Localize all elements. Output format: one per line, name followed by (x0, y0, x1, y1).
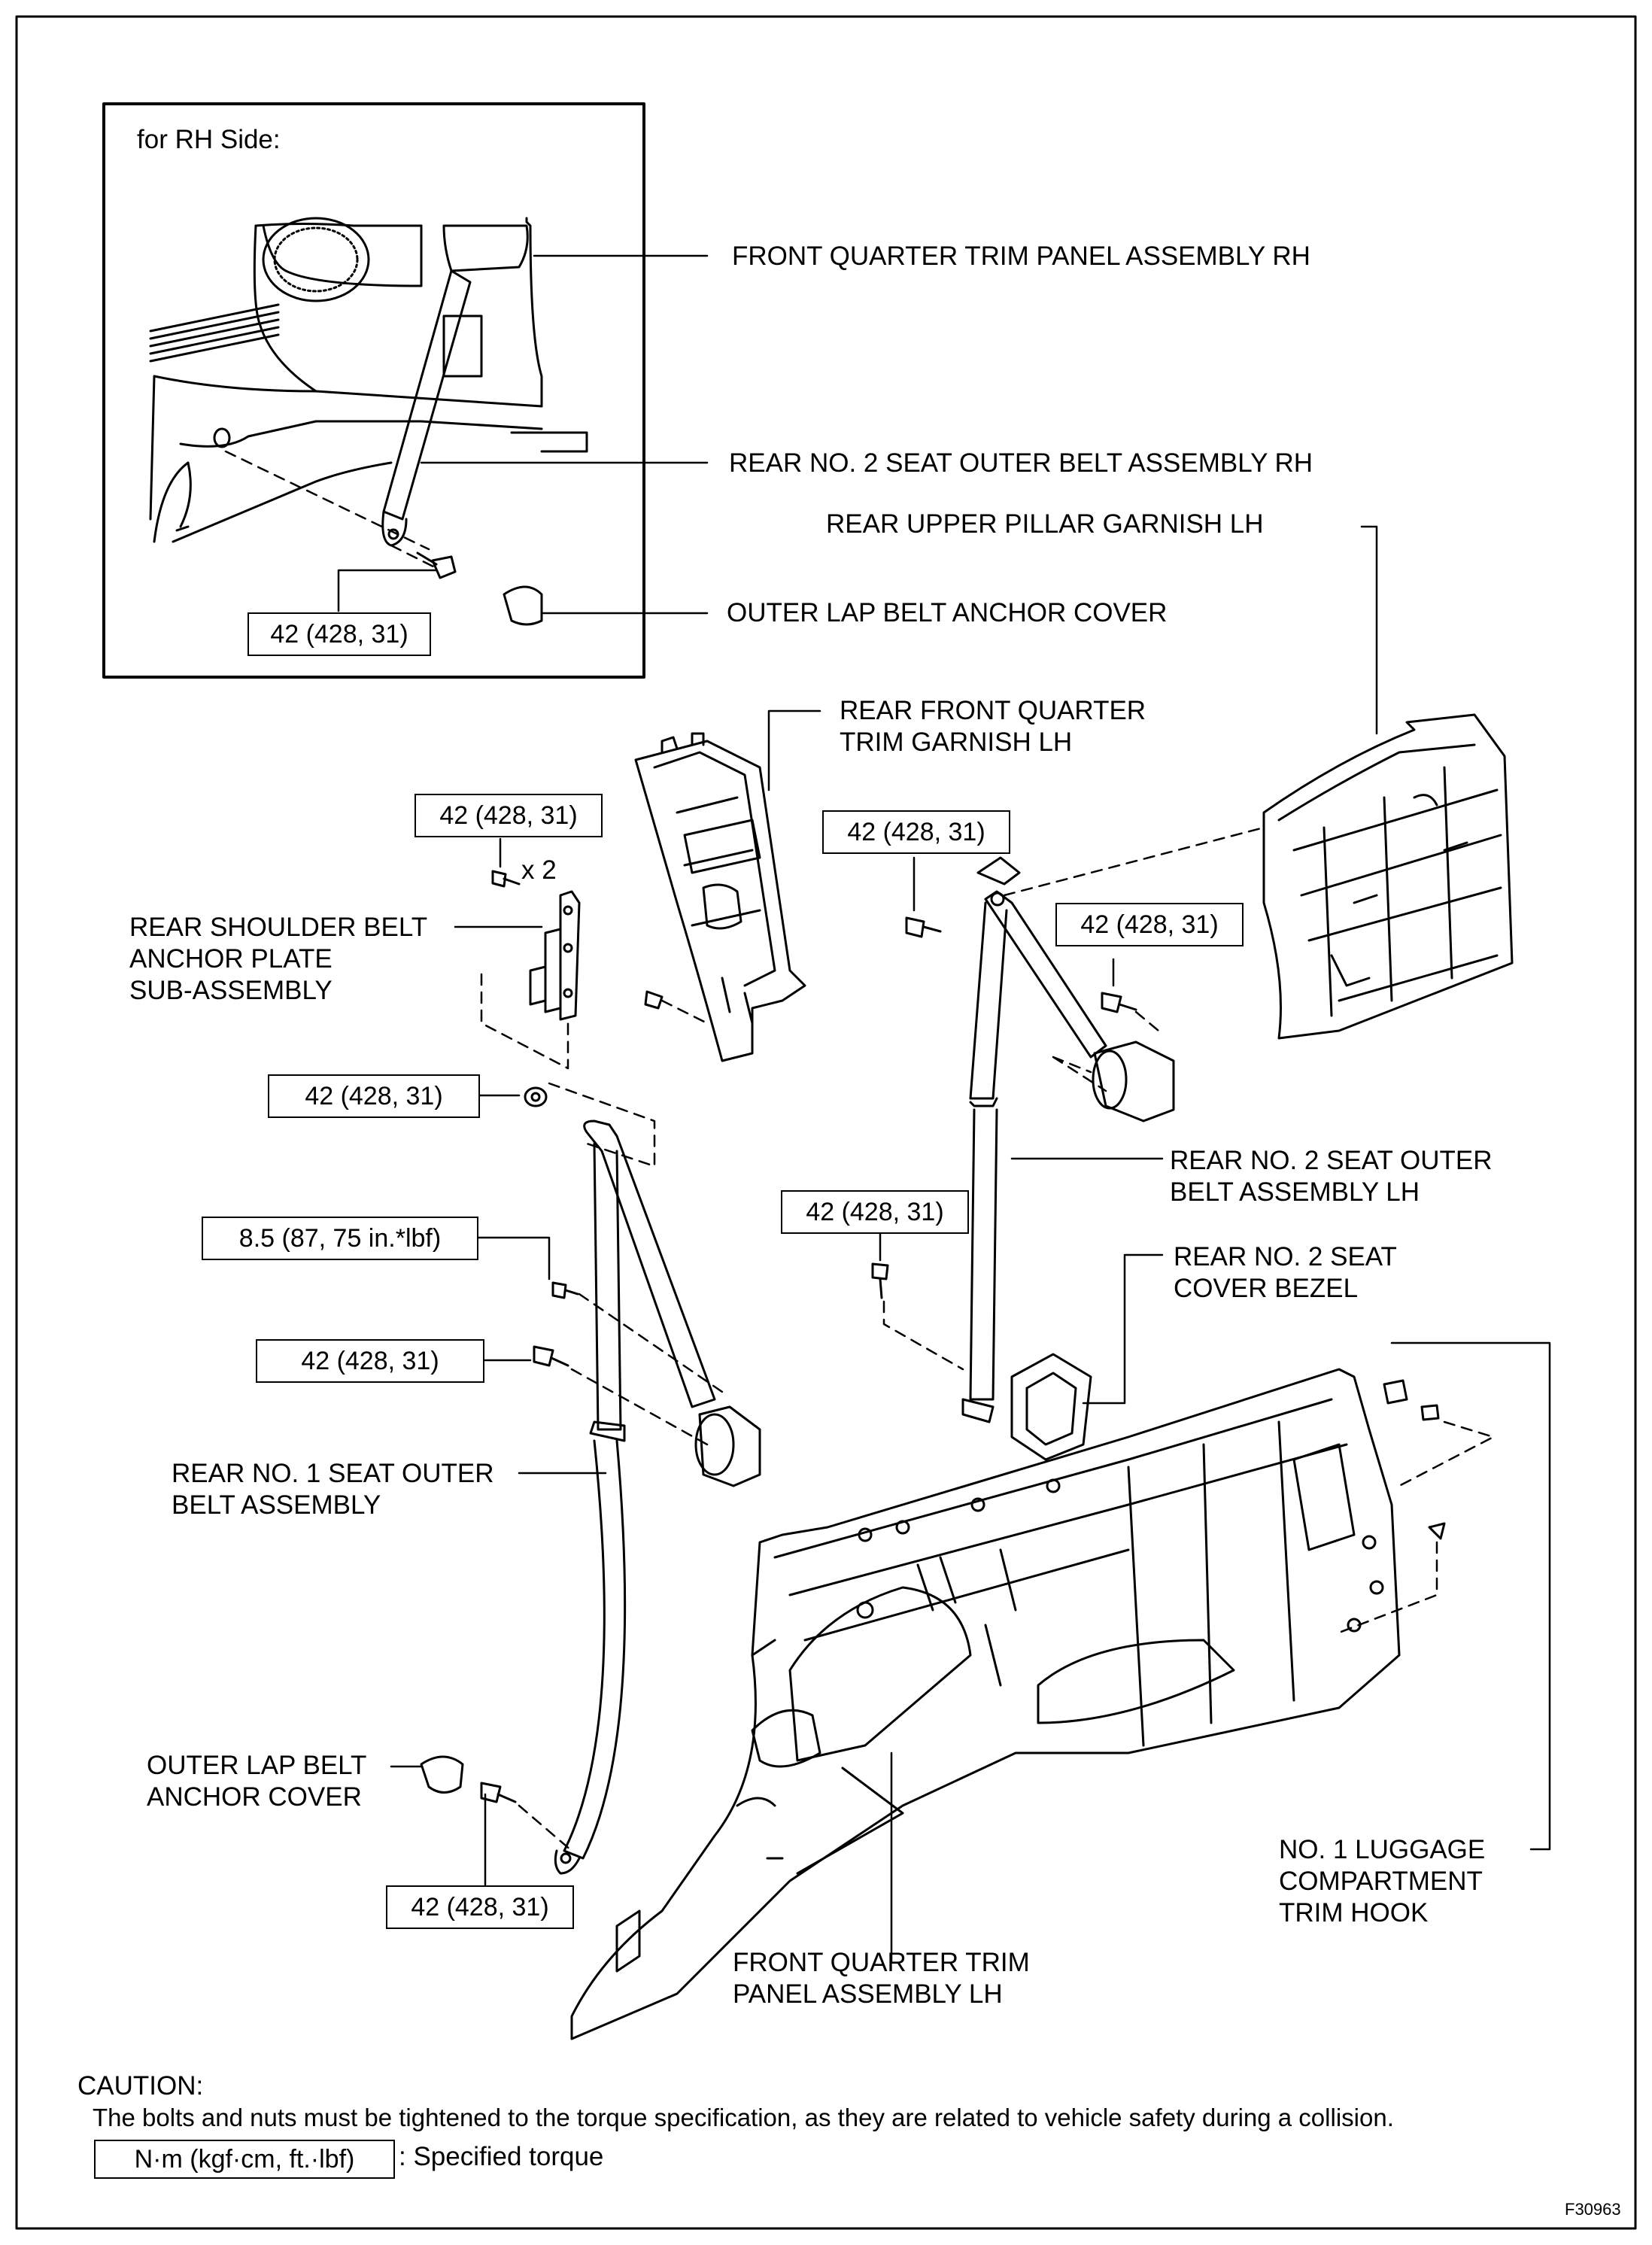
no2-right-bolt-drawing (1052, 992, 1160, 1092)
no1-small-bolt-drawing (551, 1281, 724, 1393)
label-rear-no1-line2: BELT ASSEMBLY (172, 1490, 381, 1520)
front-quarter-garnish-drawing (634, 732, 806, 1062)
rh-bolt-drawing (416, 551, 457, 579)
rear-no2-belt-lh-drawing (961, 856, 1175, 1423)
label-rear-front-quarter-line1: REAR FRONT QUARTER (840, 696, 1146, 725)
outer-frame (15, 15, 1637, 2230)
no2-lower-bolt-drawing (871, 1262, 964, 1371)
label-front-quarter-lh-line1: FRONT QUARTER TRIM (733, 1948, 1030, 1977)
front-quarter-trim-lh-drawing (570, 1368, 1401, 2040)
label-shoulder-plate-line2: ANCHOR PLATE (129, 944, 333, 974)
label-hook-line2: COMPARTMENT (1279, 1867, 1483, 1896)
torque-box-right: 42 (428, 31) (1055, 903, 1244, 946)
torque-box-small: 8.5 (87, 75 in.*lbf) (202, 1217, 478, 1260)
label-rear-no1-line1: REAR NO. 1 SEAT OUTER (172, 1459, 494, 1488)
luggage-hooks-drawing (1338, 1379, 1495, 1634)
label-rear-no2-lh-line1: REAR NO. 2 SEAT OUTER (1170, 1146, 1493, 1175)
figure-id: F30963 (1565, 2200, 1621, 2219)
shoulder-anchor-plate-drawing (480, 890, 656, 1168)
label-shoulder-plate-line3: SUB-ASSEMBLY (129, 976, 333, 1005)
label-lap-cover-line2: ANCHOR COVER (147, 1782, 362, 1812)
caution-title: CAUTION: (77, 2071, 204, 2101)
legend-text: : Specified torque (399, 2142, 604, 2171)
rh-quarter-trim-panel-drawing (149, 217, 588, 543)
inset-frame (102, 102, 645, 679)
label-front-quarter-trim-rh: FRONT QUARTER TRIM PANEL ASSEMBLY RH (732, 242, 1310, 271)
torque-box-no2-lower: 42 (428, 31) (781, 1190, 969, 1234)
label-rear-upper-pillar-garnish-lh: REAR UPPER PILLAR GARNISH LH (826, 509, 1264, 539)
label-outer-lap-cover-rh: OUTER LAP BELT ANCHOR COVER (727, 598, 1168, 627)
label-bezel-line2: COVER BEZEL (1174, 1274, 1359, 1303)
label-lap-cover-line1: OUTER LAP BELT (147, 1751, 367, 1780)
caution-text: The bolts and nuts must be tightened to … (93, 2104, 1394, 2131)
legend-torque-box: N·m (kgf·cm, ft.·lbf) (94, 2140, 395, 2179)
torque-box-plate: 42 (428, 31) (415, 794, 603, 837)
no1-bolt-drawing (533, 1345, 709, 1446)
torque-box-upper-mid: 42 (428, 31) (822, 810, 1010, 854)
torque-box-no1-lower: 42 (428, 31) (256, 1339, 484, 1383)
rh-seat-belt-drawing (224, 269, 472, 570)
torque-box-nut: 42 (428, 31) (268, 1074, 480, 1118)
torque-box-bottom: 42 (428, 31) (386, 1885, 574, 1929)
no2-upper-bolt-drawing (905, 826, 1265, 938)
label-hook-line3: TRIM HOOK (1279, 1898, 1429, 1928)
rh-anchor-cover-drawing (503, 585, 543, 626)
lower-anchor-cover-drawing (420, 1755, 464, 1794)
label-bezel-line1: REAR NO. 2 SEAT (1174, 1242, 1397, 1271)
no1-nut-drawing (524, 1086, 548, 1107)
label-rear-no2-belt-rh: REAR NO. 2 SEAT OUTER BELT ASSEMBLY RH (729, 448, 1313, 478)
label-rear-front-quarter-line2: TRIM GARNISH LH (840, 728, 1073, 757)
label-hook-line1: NO. 1 LUGGAGE (1279, 1835, 1486, 1864)
label-rear-no2-lh-line2: BELT ASSEMBLY LH (1170, 1177, 1420, 1207)
inset-title: for RH Side: (137, 125, 281, 154)
rear-no1-belt-drawing (554, 1119, 761, 1875)
garnish-bolt-drawing (644, 990, 709, 1025)
upper-pillar-garnish-drawing (1262, 713, 1514, 1040)
lower-bolt-drawing (480, 1782, 573, 1852)
label-front-quarter-lh-line2: PANEL ASSEMBLY LH (733, 1979, 1003, 2009)
label-x2: x 2 (521, 855, 557, 885)
torque-box-inset: 42 (428, 31) (247, 612, 431, 656)
plate-bolts-drawing (491, 870, 521, 888)
label-shoulder-plate-line1: REAR SHOULDER BELT (129, 913, 428, 942)
cover-bezel-drawing (1010, 1353, 1092, 1461)
